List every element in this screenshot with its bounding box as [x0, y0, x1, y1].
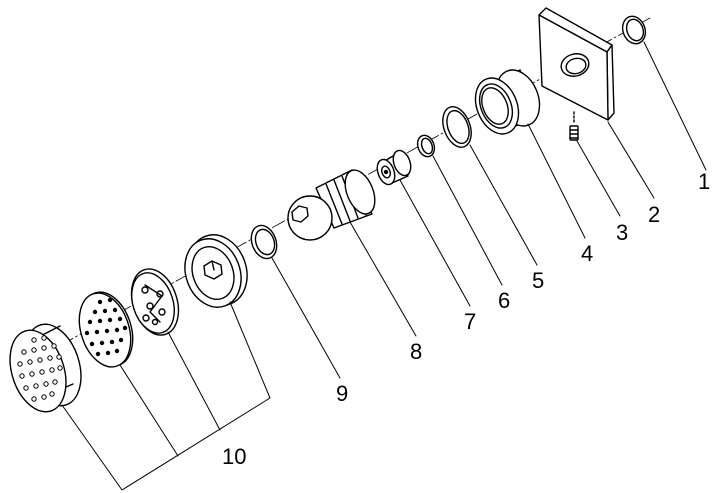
leader-4 — [527, 123, 586, 239]
leader-2 — [607, 121, 655, 199]
part-set-screw — [569, 111, 579, 141]
part-number-3: 3 — [616, 220, 629, 245]
part-number-5: 5 — [532, 268, 545, 293]
part-o-ring-1 — [621, 15, 647, 45]
leader-8 — [349, 221, 417, 337]
part-outer-cover — [9, 323, 82, 413]
part-snap-ring — [416, 134, 436, 158]
leader-10-outer — [61, 301, 271, 491]
leader-9 — [271, 257, 341, 379]
part-number-4: 4 — [581, 241, 594, 266]
part-washer-ring — [442, 106, 472, 148]
part-shower-body — [184, 234, 248, 308]
leader-3 — [576, 140, 621, 217]
leader-1 — [643, 41, 707, 171]
part-o-ring-9 — [250, 224, 278, 260]
leader-10-disc — [119, 364, 179, 457]
leader-lines — [61, 41, 707, 491]
part-number-8: 8 — [410, 339, 423, 364]
part-small-cartridge — [376, 149, 412, 186]
part-threaded-nut — [474, 69, 541, 135]
part-perforated-disc — [78, 291, 134, 368]
part-number-9: 9 — [336, 381, 349, 406]
part-ball-joint — [287, 169, 376, 241]
leader-6 — [432, 155, 503, 286]
part-number-10: 10 — [222, 444, 247, 469]
leader-10-plate — [167, 331, 221, 431]
part-number-7: 7 — [464, 309, 477, 334]
part-number-1: 1 — [698, 169, 711, 194]
part-inner-spray-plate — [130, 268, 180, 336]
part-square-plate — [538, 7, 615, 121]
leader-7 — [399, 179, 471, 307]
cover-holes — [17, 335, 63, 402]
part-number-6: 6 — [498, 288, 511, 313]
disc-holes — [84, 297, 128, 357]
leader-5 — [469, 144, 538, 266]
part-number-2: 2 — [648, 202, 661, 227]
